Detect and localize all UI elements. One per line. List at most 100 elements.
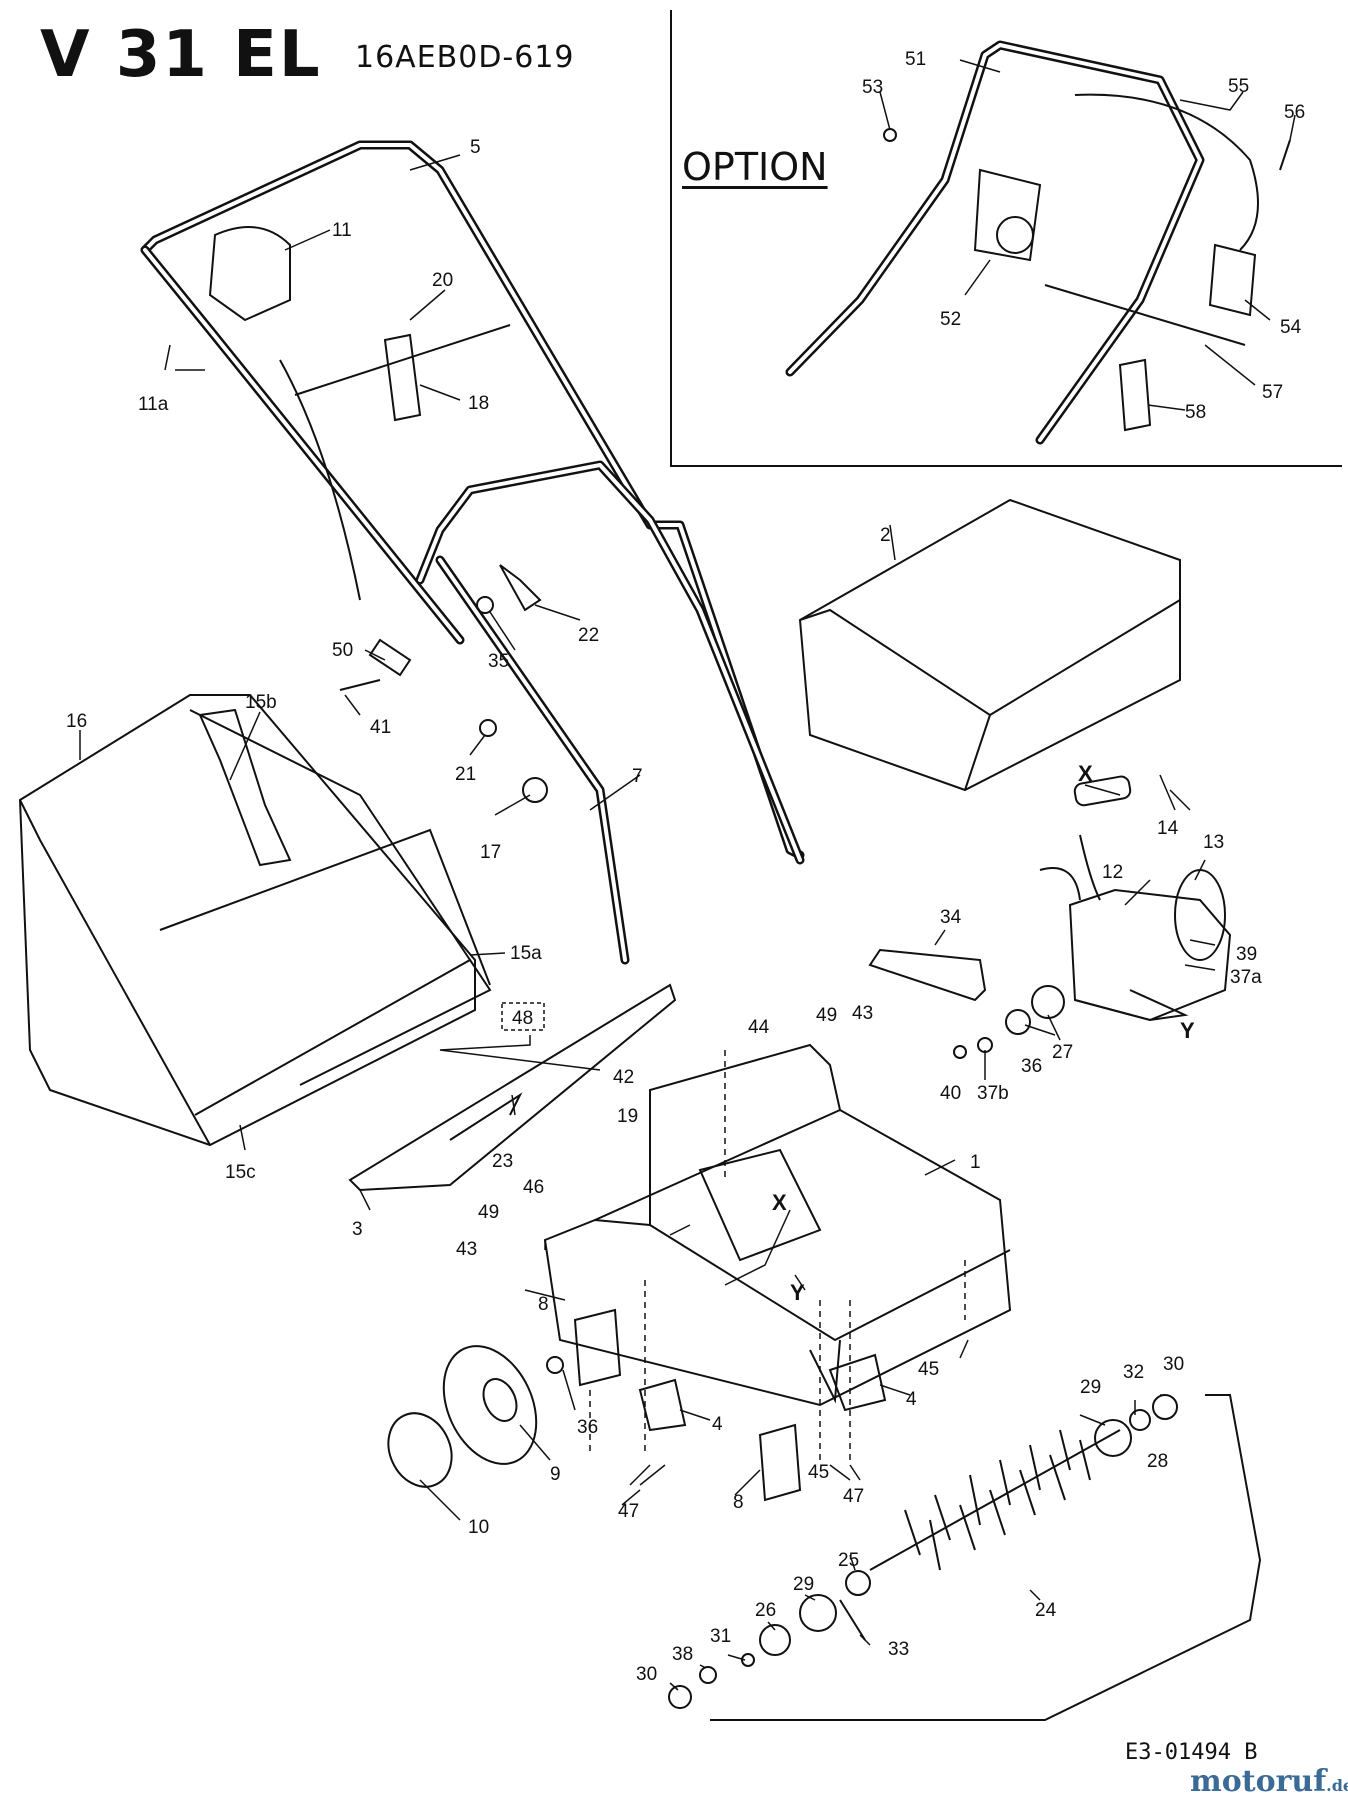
callout-15b: 15b: [245, 692, 277, 713]
callout-47b: 47: [843, 1486, 864, 1507]
marker-y-motor: Y: [1180, 1018, 1195, 1043]
motor-fan-13: [1174, 869, 1226, 961]
callout-45b: 45: [808, 1462, 829, 1483]
callout-21: 21: [455, 764, 476, 785]
model-number: 16AEB0D-619: [355, 40, 575, 75]
leader-lines: [79, 59, 1296, 1691]
capacitor-14: [1073, 775, 1132, 807]
callout-49a: 49: [816, 1005, 837, 1026]
callout-34: 34: [940, 907, 962, 928]
callout-15c: 15c: [225, 1162, 256, 1183]
brand-tld: .de: [1326, 1776, 1348, 1795]
callout-42: 42: [613, 1067, 634, 1088]
marker-x-deck: X: [772, 1190, 787, 1215]
callout-27: 27: [1052, 1042, 1073, 1063]
callout-12: 12: [1102, 862, 1123, 883]
option-cable-clip: [1208, 243, 1257, 317]
callout-4a: 4: [712, 1414, 723, 1435]
callout-18: 18: [468, 393, 489, 414]
wing-knob-22: [499, 564, 542, 612]
callout-33: 33: [888, 1639, 909, 1660]
lower-handle-drawing: [339, 460, 805, 965]
option-switch-knob: [996, 216, 1034, 254]
power-cable: [279, 359, 361, 601]
washer-37b: [977, 1037, 993, 1053]
bearing-29a: [799, 1594, 837, 1632]
hubcap-10: [387, 1412, 453, 1488]
bolt-40: [953, 1045, 967, 1059]
callout-56: 56: [1284, 102, 1305, 123]
motor-drawing: [1039, 775, 1232, 1022]
option-inset-frame: [670, 10, 1342, 467]
callout-44: 44: [748, 1017, 770, 1038]
pulley-27: [1031, 985, 1065, 1019]
crossbar-20: [294, 324, 511, 396]
belt-34: [868, 948, 987, 1002]
callout-20: 20: [432, 270, 453, 291]
callout-36a: 36: [1021, 1056, 1042, 1077]
grass-catcher-drawing: [18, 694, 492, 1147]
cable-clip-18: [383, 333, 422, 422]
callout-29b: 29: [1080, 1377, 1101, 1398]
washer-36b: [546, 1356, 564, 1374]
nut-30b: [1152, 1394, 1178, 1420]
callout-3: 3: [352, 1219, 363, 1240]
cable-clip-17: [522, 777, 548, 803]
callout-26: 26: [755, 1600, 776, 1621]
callout-50: 50: [332, 640, 353, 661]
marker-x-motor: X: [1078, 761, 1093, 786]
bearing-29b: [1094, 1419, 1132, 1457]
callout-11a: 11a: [138, 394, 169, 415]
bushing-28: [1129, 1409, 1151, 1431]
bearing-26: [759, 1624, 791, 1656]
marker-y-deck: Y: [790, 1280, 805, 1305]
option-bracket: [1118, 358, 1152, 432]
callout-5: 5: [470, 137, 481, 158]
callout-2: 2: [880, 525, 891, 546]
callout-45a: 45: [918, 1359, 939, 1380]
callout-16: 16: [66, 711, 87, 732]
handle-15b: [198, 708, 292, 867]
nut-21: [479, 719, 497, 737]
nut-38: [699, 1666, 717, 1684]
brand-name: motoruf: [1190, 1764, 1327, 1799]
callout-29a: 29: [793, 1574, 814, 1595]
callout-36b: 36: [577, 1417, 598, 1438]
callout-43a: 43: [852, 1003, 873, 1024]
callout-28: 28: [1147, 1451, 1168, 1472]
option-label: OPTION: [682, 145, 828, 189]
bracket-50: [368, 638, 412, 677]
option-screw-53: [883, 128, 897, 142]
callout-58: 58: [1185, 402, 1206, 423]
bushing-25: [845, 1570, 871, 1596]
callout-39: 39: [1236, 944, 1257, 965]
callout-24: 24: [1035, 1600, 1057, 1621]
callout-22: 22: [578, 625, 599, 646]
callout-11: 11: [332, 220, 352, 241]
aerator-shaft-drawing: [668, 1394, 1262, 1721]
callout-25: 25: [838, 1550, 859, 1571]
callout-47a: 47: [618, 1501, 639, 1522]
callout-40: 40: [940, 1083, 961, 1104]
option-pin-56: [1279, 139, 1291, 171]
cover-drawing: [798, 498, 1181, 792]
callout-52: 52: [940, 309, 961, 330]
deck-drawing: [543, 1043, 1012, 1407]
callout-38: 38: [672, 1644, 693, 1665]
callout-1: 1: [970, 1152, 981, 1173]
bearing-holder-4a: [638, 1378, 687, 1432]
callout-labels: 1 2 3 4 4 5 7 8 8 9 10 11 11a 12 13 14 1…: [66, 49, 1305, 1685]
belt-drawing: [868, 948, 1065, 1059]
callout-15a: 15a: [510, 943, 542, 964]
callout-31: 31: [710, 1626, 731, 1647]
callout-37a: 37a: [1230, 967, 1262, 988]
callout-8a: 8: [538, 1294, 549, 1315]
callout-41: 41: [370, 717, 391, 738]
nut-30a: [668, 1685, 692, 1709]
callout-57: 57: [1262, 382, 1283, 403]
callout-4b: 4: [906, 1389, 917, 1410]
pulley-36: [1005, 1009, 1031, 1035]
callout-46: 46: [523, 1177, 544, 1198]
callout-23: 23: [492, 1151, 513, 1172]
